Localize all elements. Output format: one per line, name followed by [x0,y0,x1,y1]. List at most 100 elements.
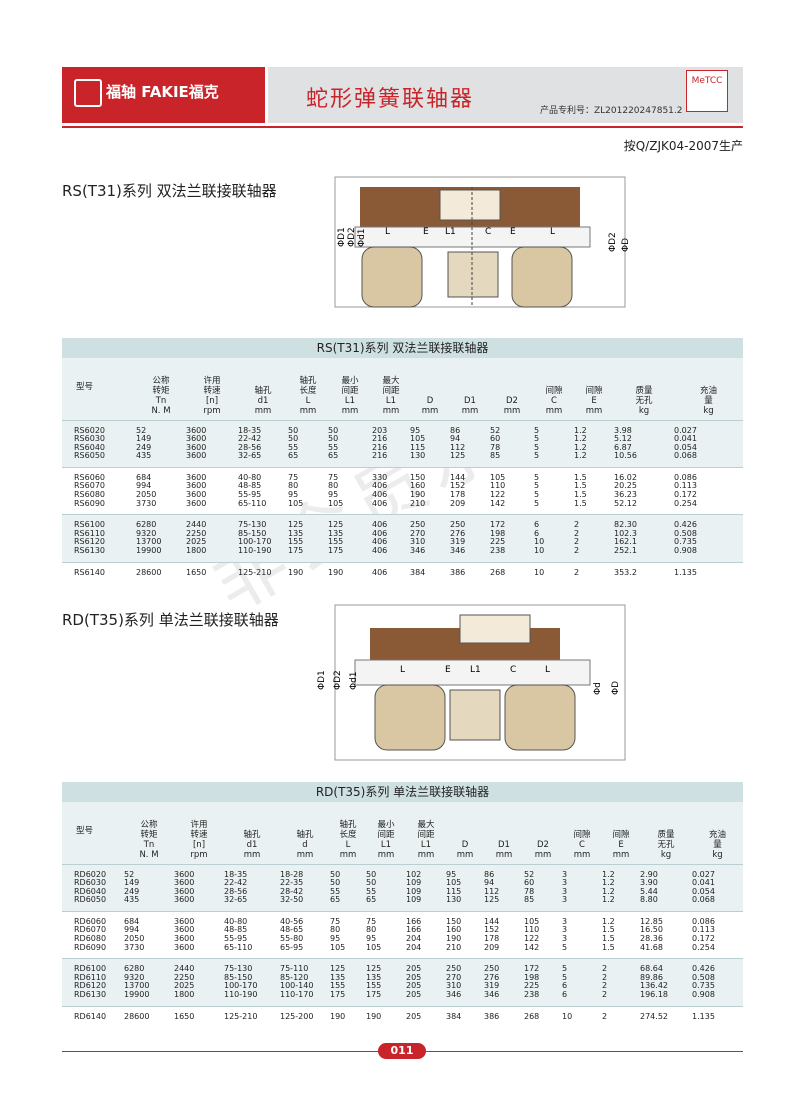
table-cell: 190 [366,1011,382,1021]
table-cell: 268 [524,1011,540,1021]
rs-table-caption: RS(T31)系列 双法兰联接联轴器 [62,338,743,358]
hub-right [511,246,573,308]
table-cell: RS6140 [74,567,105,577]
table-cell: RD6140 [74,1011,107,1021]
table-cell: 125-210 [238,567,272,577]
patent-number: 产品专利号：ZL201220247851.2 [540,106,683,116]
brand-logo-box: 福轴 FAKIE福克 [62,67,265,123]
dim-label: C [485,227,491,237]
dim-label: ΦD1 [337,227,347,247]
dim-label: E [423,227,429,237]
dim-label: L [550,227,555,237]
table-cell: 28600 [124,1011,150,1021]
table-cell: 274.52 [640,1011,668,1021]
table-cell: 125-210 [224,1011,258,1021]
page-number: 011 [378,1043,426,1059]
rd-table-caption: RD(T35)系列 单法兰联接联轴器 [62,782,743,802]
dim-label: E [445,665,451,675]
dim-label: L [385,227,390,237]
table-cell: 10 [562,1011,573,1021]
page-title: 蛇形弹簧联轴器 [306,87,475,112]
table-cell: 1.135 [674,567,697,577]
dim-label: ΦD2 [347,227,357,247]
table-cell: 125-200 [280,1011,314,1021]
spring-grid [459,614,531,644]
dim-label: L1 [445,227,456,237]
dim-label: ΦD1 [317,670,327,690]
hub-right [504,684,576,751]
dim-label: L1 [470,665,481,675]
rd-section-title: RD(T35)系列 单法兰联接联轴器 [62,611,279,629]
column-header: 许用转速[n]rpm [190,819,208,860]
table-cell: 1650 [186,567,207,577]
dim-label: Φd [593,682,603,695]
